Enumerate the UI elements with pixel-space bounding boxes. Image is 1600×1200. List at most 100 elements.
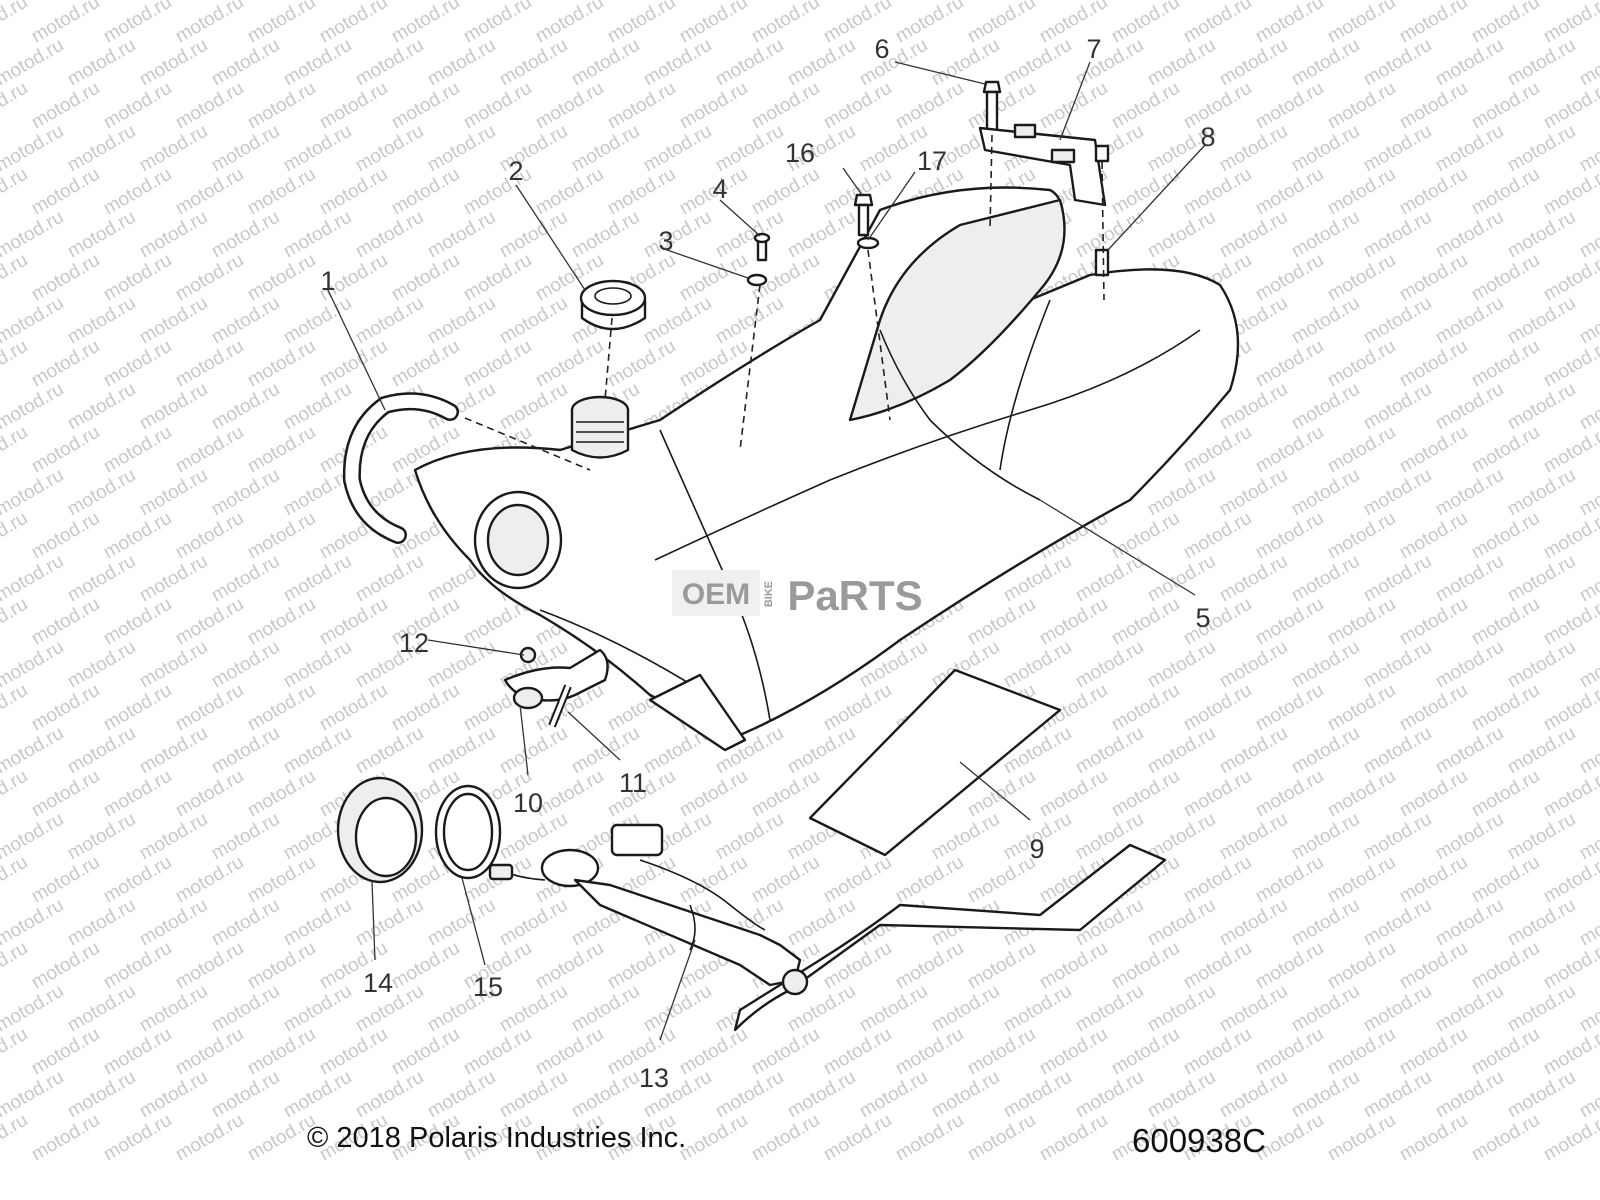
watermark-text: motod.ru — [1144, 35, 1219, 91]
watermark-text: motod.ru — [208, 35, 283, 91]
watermark-text: motod.ru — [532, 938, 607, 994]
clamp-10[interactable] — [503, 648, 609, 710]
watermark-text: motod.ru — [1396, 336, 1471, 392]
watermark-text: motod.ru — [244, 938, 319, 994]
watermark-text: motod.ru — [64, 293, 139, 349]
watermark-text: motod.ru — [748, 852, 823, 908]
filler-neck[interactable] — [570, 395, 630, 459]
watermark-text: motod.ru — [280, 121, 355, 177]
watermark-text: motod.ru — [1144, 895, 1219, 951]
svg-text:PaRTS: PaRTS — [787, 572, 922, 619]
watermark-text: motod.ru — [1288, 637, 1363, 693]
watermark-text: motod.ru — [100, 1110, 175, 1166]
watermark-text: motod.ru — [136, 981, 211, 1037]
watermark-text: motod.ru — [532, 164, 607, 220]
bracket-7[interactable] — [978, 123, 1107, 207]
watermark-text: motod.ru — [0, 336, 31, 392]
screw-4[interactable] — [753, 232, 771, 262]
watermark-text: motod.ru — [1504, 981, 1579, 1037]
watermark-text: motod.ru — [1036, 1110, 1111, 1166]
watermark-text: motod.ru — [1432, 121, 1507, 177]
watermark-text: motod.ru — [208, 293, 283, 349]
callout-labels: 1 2 3 4 5 6 7 8 9 10 11 12 13 14 15 16 1… — [320, 34, 1215, 1093]
watermark-text: motod.ru — [856, 1067, 931, 1123]
callout-10: 10 — [513, 788, 543, 818]
watermark-text: motod.ru — [1288, 293, 1363, 349]
watermark-text: motod.ru — [1252, 250, 1327, 306]
grommet-8[interactable] — [1094, 144, 1110, 277]
watermark-text: motod.ru — [280, 35, 355, 91]
watermark-text: motod.ru — [0, 1067, 67, 1123]
watermark-text: motod.ru — [208, 981, 283, 1037]
callout-11: 11 — [619, 768, 647, 798]
diagram-code: 600938C — [1132, 1122, 1266, 1159]
watermark-text: motod.ru — [1468, 78, 1543, 134]
watermark-text: motod.ru — [64, 207, 139, 263]
watermark-text: motod.ru — [64, 465, 139, 521]
watermark-text: motod.ru — [1468, 164, 1543, 220]
watermark-text: motod.ru — [100, 508, 175, 564]
washer-17[interactable] — [856, 236, 880, 250]
watermark-text: motod.ru — [244, 0, 319, 47]
watermark-text: motod.ru — [316, 1024, 391, 1080]
watermark-text: motod.ru — [1360, 895, 1435, 951]
fuel-tank[interactable] — [413, 186, 1240, 737]
watermark-text: motod.ru — [1324, 766, 1399, 822]
watermark-text: motod.ru — [352, 895, 427, 951]
watermark-text: motod.ru — [100, 594, 175, 650]
watermark-text: motod.ru — [0, 594, 31, 650]
watermark-text: motod.ru — [748, 1110, 823, 1166]
lock-ring-14[interactable] — [336, 776, 424, 884]
watermark-text: motod.ru — [1432, 293, 1507, 349]
watermark-text: motod.ru — [784, 207, 859, 263]
watermark-text: motod.ru — [208, 895, 283, 951]
watermark-text: motod.ru — [892, 0, 967, 47]
callout-16: 16 — [785, 138, 815, 168]
watermark-text: motod.ru — [1396, 250, 1471, 306]
watermark-text: motod.ru — [244, 164, 319, 220]
watermark-text: motod.ru — [1252, 1024, 1327, 1080]
decal-9[interactable] — [808, 668, 1062, 857]
decal-strip — [733, 843, 1167, 1032]
watermark-text: motod.ru — [1108, 680, 1183, 736]
watermark-text: motod.ru — [100, 766, 175, 822]
watermark-text: motod.ru — [280, 379, 355, 435]
watermark-text: motod.ru — [1432, 981, 1507, 1037]
watermark-text: motod.ru — [1504, 895, 1579, 951]
bolt-6[interactable] — [982, 80, 1002, 136]
watermark-text: motod.ru — [388, 250, 463, 306]
watermark-text: motod.ru — [172, 422, 247, 478]
watermark-text: motod.ru — [136, 809, 211, 865]
watermark-text: motod.ru — [316, 0, 391, 47]
watermark-text: motod.ru — [676, 0, 751, 47]
washer-3[interactable] — [746, 273, 768, 287]
bolt-11[interactable] — [548, 684, 572, 728]
watermark-text: motod.ru — [676, 78, 751, 134]
watermark-text: motod.ru — [1288, 809, 1363, 865]
seal-15[interactable] — [434, 784, 502, 880]
watermark-text: motod.ru — [1360, 207, 1435, 263]
watermark-text: motod.ru — [1360, 379, 1435, 435]
bolt-16[interactable] — [853, 193, 874, 237]
fuel-cap[interactable] — [579, 279, 647, 331]
watermark-text: motod.ru — [712, 1067, 787, 1123]
watermark-text: motod.ru — [1000, 637, 1075, 693]
watermark-text: motod.ru — [136, 723, 211, 779]
watermark-text: motod.ru — [352, 551, 427, 607]
watermark-text: motod.ru — [244, 250, 319, 306]
watermark-text: motod.ru — [0, 422, 31, 478]
fuel-pump-13[interactable] — [488, 823, 809, 996]
watermark-text: motod.ru — [0, 981, 67, 1037]
watermark-text: motod.ru — [1504, 809, 1579, 865]
watermark-text: motod.ru — [28, 680, 103, 736]
watermark-text: motod.ru — [1468, 938, 1543, 994]
watermark-text: motod.ru — [496, 293, 571, 349]
watermark-text: motod.ru — [100, 422, 175, 478]
watermark-text: motod.ru — [460, 0, 535, 47]
watermark-text: motod.ru — [280, 637, 355, 693]
watermark-text: motod.ru — [820, 78, 895, 134]
watermark-text: motod.ru — [172, 336, 247, 392]
watermark-text: motod.ru — [1252, 680, 1327, 736]
watermark-text: motod.ru — [100, 1024, 175, 1080]
watermark-text: motod.ru — [244, 852, 319, 908]
